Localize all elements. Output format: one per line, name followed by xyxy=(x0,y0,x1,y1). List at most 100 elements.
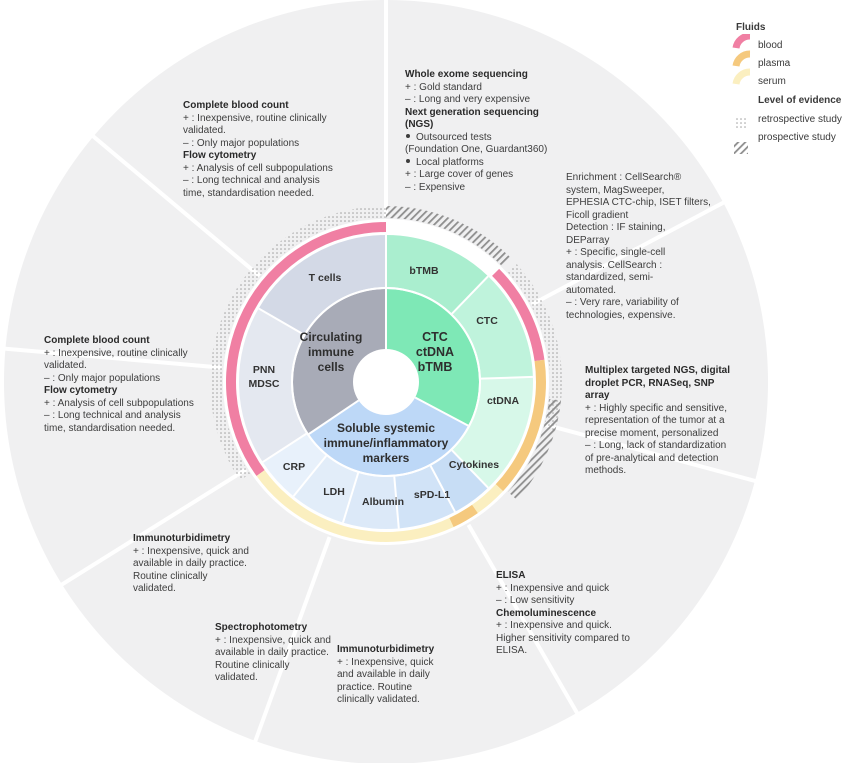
text-line: validated. xyxy=(44,360,87,371)
text-line: time, standardisation needed. xyxy=(44,422,176,434)
segment-pnn-mdsc xyxy=(239,308,307,463)
text-line: Ficoll gradient xyxy=(566,209,629,221)
text-line: + : Highly specific and sensitive, xyxy=(585,402,728,414)
text-line: and available in daily xyxy=(337,669,430,680)
segment-label-albumin: Albumin xyxy=(362,496,404,508)
segment-spdl1 xyxy=(394,465,456,529)
segment-labels: T cells PNN MDSC bTMB CTC ctDNA Cytokine… xyxy=(249,265,520,508)
segment-albumin xyxy=(343,472,399,529)
segment-label-mdsc: MDSC xyxy=(249,378,280,390)
text-line: + : Specific, single-cell xyxy=(566,247,666,258)
center-label-soluble-3: markers xyxy=(363,451,410,465)
segment-label-t-cells: T cells xyxy=(309,272,342,284)
text-line: droplet PCR, RNASeq, SNP xyxy=(585,377,715,389)
text-line: + : Analysis of cell subpopulations xyxy=(183,162,333,174)
center-label-circulating-3: cells xyxy=(318,360,345,374)
text-line: time, standardisation needed. xyxy=(183,187,315,199)
sector-divider xyxy=(82,126,261,278)
segment-divider xyxy=(393,476,400,529)
segment-divider xyxy=(480,375,533,380)
text-line: – : Only major populations xyxy=(183,137,300,149)
text-line: of pre-analytical and detection xyxy=(585,452,719,464)
block-immuno-bottom: Immunoturbidimetry+ : Inexpensive, quick… xyxy=(337,644,434,707)
block-immuno-left: Immunoturbidimetry+ : Inexpensive, quick… xyxy=(133,533,249,596)
segment-ctdna xyxy=(451,376,533,488)
legend-prospective-swatch xyxy=(734,142,748,154)
text-line: Outsourced tests xyxy=(405,132,547,145)
text-line: – : Expensive xyxy=(405,181,466,193)
text-line: + : Inexpensive, routine clinically xyxy=(44,347,188,359)
segment-label-crp: CRP xyxy=(283,461,305,473)
text-line: standardized, semi- xyxy=(566,272,654,283)
sector-divider xyxy=(530,194,736,307)
ring-gap-top xyxy=(386,222,400,233)
text-line: + : Inexpensive, quick xyxy=(337,656,434,668)
text-line: Higher sensitivity compared to xyxy=(496,632,630,644)
segment-ctc xyxy=(451,276,533,379)
text-line: – : Very rare, variability of xyxy=(566,297,679,308)
core-divider xyxy=(414,396,469,427)
center-label-circulating-2: immune xyxy=(308,345,354,359)
text-line: + : Inexpensive and quick xyxy=(496,582,610,594)
ring-plasma-ctdna xyxy=(495,359,546,492)
segment-label-btmb: bTMB xyxy=(409,265,439,277)
text-line: + : Inexpensive, routine clinically xyxy=(183,112,327,124)
legend-serum-label: serum xyxy=(758,76,786,87)
core-circulating xyxy=(293,289,386,435)
legend-evidence-title: Level of evidence xyxy=(758,95,842,106)
segment-cytokines xyxy=(430,450,489,512)
bullet-text: Outsourced tests xyxy=(416,131,492,143)
center-label-circulating-1: Circulating xyxy=(300,330,363,344)
segment-label-ldh: LDH xyxy=(323,486,345,498)
text-line: Local platforms xyxy=(405,157,547,170)
text-line: (NGS) xyxy=(405,119,434,130)
text-line: – : Low sensitivity xyxy=(496,595,575,606)
text-line: Complete blood count xyxy=(44,335,150,346)
sector-divider xyxy=(544,422,769,487)
text-line: available in daily practice. xyxy=(133,558,247,569)
text-line: DEParray xyxy=(566,234,610,246)
prospective-band-btmb xyxy=(386,206,511,267)
text-line: – : Long, lack of standardization xyxy=(585,440,727,451)
text-line: + : Gold standard xyxy=(405,81,482,93)
segment-label-cytokines: Cytokines xyxy=(449,459,499,471)
segment-label-pnn: PNN xyxy=(253,364,275,376)
text-line: + : Inexpensive and quick. xyxy=(496,620,612,631)
text-line: Immunoturbidimetry xyxy=(337,644,435,655)
text-line: representation of the tumor at a xyxy=(585,415,725,426)
block-spectrophotometry: Spectrophotometry+ : Inexpensive, quick … xyxy=(215,622,331,685)
segment-divider xyxy=(292,455,327,497)
text-line: + : Inexpensive, quick and xyxy=(215,634,331,646)
text-line: Whole exome sequencing xyxy=(405,69,528,80)
center-label-ctc-1: CTC xyxy=(422,330,448,344)
text-line: + : Inexpensive, quick and xyxy=(133,545,249,557)
bullet-icon xyxy=(406,133,410,138)
sector-divider xyxy=(49,467,248,594)
segment-label-ctc: CTC xyxy=(476,315,498,327)
text-line: methods. xyxy=(585,465,627,476)
text-line: + : Large cover of genes xyxy=(405,169,514,180)
legend-plasma-swatch xyxy=(732,50,751,67)
text-line: Next generation sequencing xyxy=(405,106,539,118)
bullet-text: Local platforms xyxy=(416,156,484,168)
block-elisa: ELISA+ : Inexpensive and quick– : Low se… xyxy=(496,570,630,658)
text-line: Immunoturbidimetry xyxy=(133,533,231,544)
segment-divider xyxy=(429,465,456,513)
marker-rings xyxy=(225,222,546,543)
legend-swatches xyxy=(732,34,751,154)
legend-retrospective-swatch xyxy=(734,118,748,130)
center-label-soluble-1: Soluble systemic xyxy=(337,421,435,435)
text-line: Flow cytometry xyxy=(183,150,257,161)
retrospective-band-immune xyxy=(210,206,386,481)
center-label-soluble-2: immune/inflammatory xyxy=(324,436,449,450)
text-line: clinically validated. xyxy=(337,694,420,705)
text-line: Routine clinically xyxy=(215,659,290,671)
ring-blood-immune xyxy=(225,222,386,477)
center-hole xyxy=(353,349,419,415)
text-line: automated. xyxy=(566,284,617,296)
text-line: Multiplex targeted NGS, digital xyxy=(585,365,731,376)
text-line: validated. xyxy=(215,672,258,683)
text-line: Routine clinically xyxy=(133,570,208,582)
